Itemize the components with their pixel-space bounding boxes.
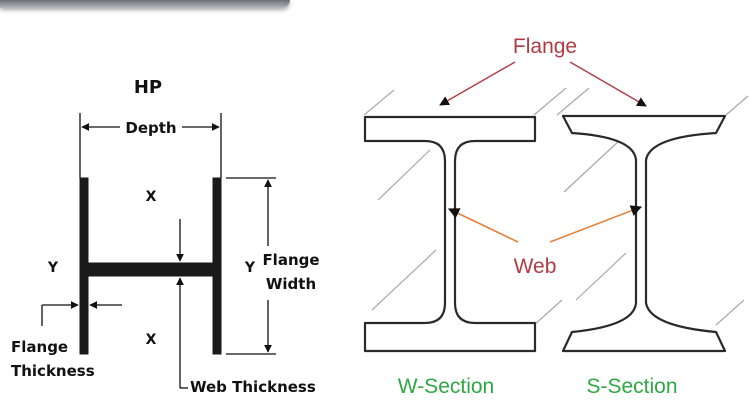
hp-title: HP	[134, 77, 162, 98]
top-shadow-decoration	[0, 0, 290, 8]
flange-thickness-label-line1: Flange	[11, 338, 68, 356]
hp-section-diagram: HP Depth X X Y Y Flange Width Web Thickn…	[11, 77, 320, 396]
flange-width-label-line2: Width	[266, 275, 316, 293]
x-axis-label-bottom: X	[146, 332, 157, 348]
w-section-shape	[363, 115, 537, 353]
flange-arrow-s	[569, 61, 647, 107]
web-arrow-s	[549, 205, 643, 243]
y-axis-label-right: Y	[244, 260, 256, 276]
hatch-lines	[363, 87, 749, 326]
w-s-sections-diagram: Flange Web W-Section S-Section	[363, 35, 749, 398]
x-axis-label-top: X	[146, 189, 157, 205]
flange-label: Flange	[513, 35, 577, 58]
flange-width-label-line1: Flange	[262, 251, 319, 269]
flange-arrow-w	[439, 61, 516, 106]
web-label: Web	[514, 255, 557, 278]
web-arrow-w	[447, 208, 519, 243]
web-thickness-label: Web Thickness	[190, 378, 316, 396]
y-axis-label-left: Y	[47, 260, 59, 276]
s-section-label: S-Section	[586, 375, 677, 398]
w-section-label: W-Section	[398, 375, 494, 398]
s-section-shape	[561, 114, 727, 353]
depth-label: Depth	[125, 119, 176, 137]
flange-thickness-label-line2: Thickness	[11, 362, 95, 380]
hp-h-shape	[79, 177, 222, 355]
